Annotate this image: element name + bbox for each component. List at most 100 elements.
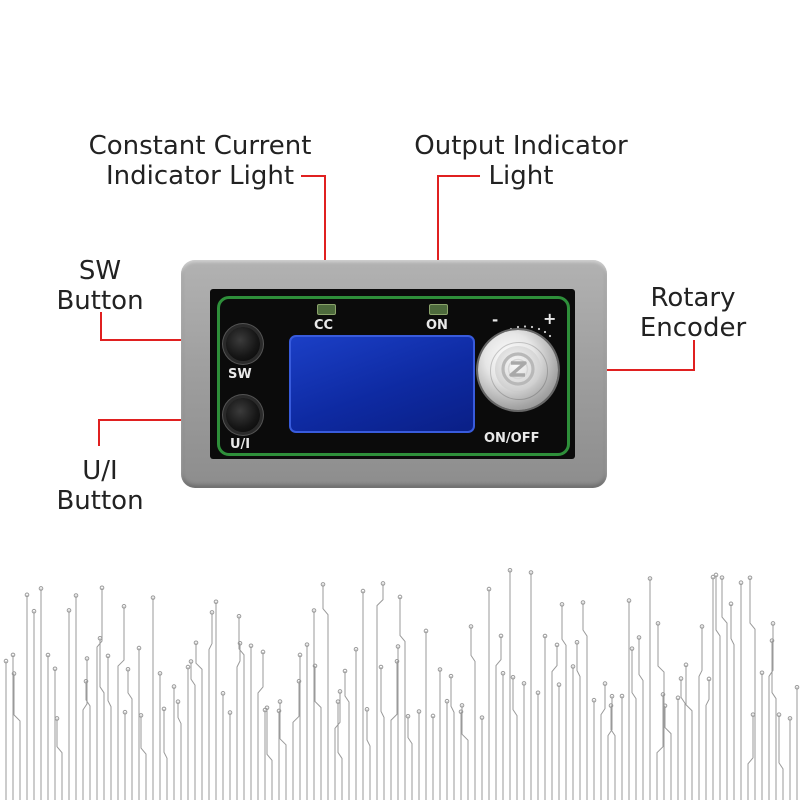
callout-ui-line1: U/I [82, 456, 118, 486]
circuit-node [776, 712, 782, 718]
circuit-node [337, 689, 343, 694]
circuit-node [626, 598, 632, 603]
circuit-trace [407, 716, 413, 800]
circuit-trace [390, 661, 398, 800]
rotary-encoder-knob[interactable] [478, 330, 558, 410]
callout-encoder-line2: Encoder [639, 313, 747, 343]
circuit-trace [607, 696, 613, 800]
circuit-trace [117, 606, 125, 800]
circuit-node [38, 586, 44, 591]
callout-output-line1: Output Indicator [414, 131, 628, 161]
circuit-node [213, 599, 219, 605]
circuit-node [24, 592, 30, 598]
circuit-node [405, 713, 411, 719]
circuit-trace [610, 705, 616, 800]
circuit-node [97, 635, 103, 641]
circuit-node [45, 652, 51, 658]
circuit-node [11, 671, 17, 676]
circuit-node [608, 703, 614, 708]
power-module-enclosure: CC ON SW U/I - + [181, 260, 607, 488]
circuit-node [430, 713, 436, 719]
circuit-node [660, 692, 666, 697]
circuit-node [770, 621, 776, 626]
circuit-node [185, 664, 191, 670]
circuit-trace [664, 705, 672, 800]
circuit-trace [399, 596, 406, 800]
circuit-trace [768, 623, 774, 800]
callout-ui-button: U/I Button [50, 456, 150, 516]
circuit-trace [730, 603, 735, 800]
circuit-node [719, 575, 725, 580]
circuit-node [647, 576, 653, 581]
circuit-node [655, 621, 661, 626]
front-panel: CC ON SW U/I - + [210, 289, 575, 459]
circuit-node [542, 633, 548, 639]
circuit-trace [96, 587, 103, 800]
circuit-trace [366, 709, 371, 800]
circuit-node [448, 673, 454, 679]
circuit-trace [778, 714, 784, 800]
circuit-node [227, 710, 233, 715]
circuit-node [320, 582, 326, 587]
callout-ui-line2: Button [56, 486, 144, 516]
circuit-node [458, 709, 464, 715]
on-indicator-led [429, 304, 448, 315]
circuit-node [574, 640, 580, 645]
circuit-trace [495, 635, 502, 800]
circuit-trace [56, 718, 63, 800]
circuit-node [171, 684, 177, 689]
circuit-trace [337, 701, 343, 800]
circuit-node [264, 705, 270, 711]
circuit-node [220, 691, 226, 696]
sw-button[interactable] [226, 327, 260, 361]
circuit-trace [107, 655, 112, 800]
circuit-trace [127, 669, 133, 800]
circuit-trace-background [3, 567, 800, 800]
callout-rotary-encoder: Rotary Encoder [635, 283, 751, 343]
circuit-node [554, 642, 560, 648]
circuit-node [444, 698, 450, 704]
circuit-trace [705, 678, 710, 800]
circuit-node [3, 658, 9, 664]
circuit-node [787, 716, 793, 721]
circuit-trace [638, 637, 644, 800]
circuit-node [394, 659, 400, 664]
circuit-node [99, 585, 105, 591]
circuit-node [619, 693, 625, 699]
circuit-node [423, 628, 429, 634]
callout-output-light: Output Indicator Light [410, 131, 632, 191]
callout-encoder-line1: Rotary [650, 283, 736, 313]
ui-button[interactable] [226, 398, 260, 432]
circuit-node [629, 646, 635, 651]
circuit-node [507, 567, 513, 573]
circuit-node [335, 699, 341, 704]
circuit-node [437, 667, 443, 672]
circuit-trace [657, 623, 665, 800]
circuit-node [602, 681, 608, 686]
callout-sw-line2: Button [56, 286, 144, 316]
circuit-node [260, 649, 266, 655]
circuit-trace [680, 678, 686, 800]
circuit-trace [195, 642, 203, 800]
circuit-node [296, 678, 302, 684]
callout-sw-button: SW Button [50, 256, 150, 316]
circuit-node [559, 602, 565, 607]
circuit-trace [322, 584, 329, 800]
circuit-node [105, 653, 111, 659]
circuit-node [175, 699, 181, 705]
circuit-node [277, 699, 283, 704]
circuit-trace [631, 648, 637, 800]
circuit-node [297, 652, 303, 658]
circuit-node [706, 676, 712, 682]
circuit-node [728, 601, 734, 607]
circuit-trace [576, 642, 581, 800]
circuit-node [10, 652, 16, 658]
circuit-node [52, 666, 58, 672]
ui-label: U/I [230, 437, 251, 452]
circuit-node [769, 638, 775, 643]
circuit-node [353, 646, 359, 652]
circuit-trace [656, 694, 664, 800]
plus-label: + [543, 309, 557, 328]
circuit-trace [749, 577, 756, 800]
sw-label: SW [228, 367, 252, 382]
